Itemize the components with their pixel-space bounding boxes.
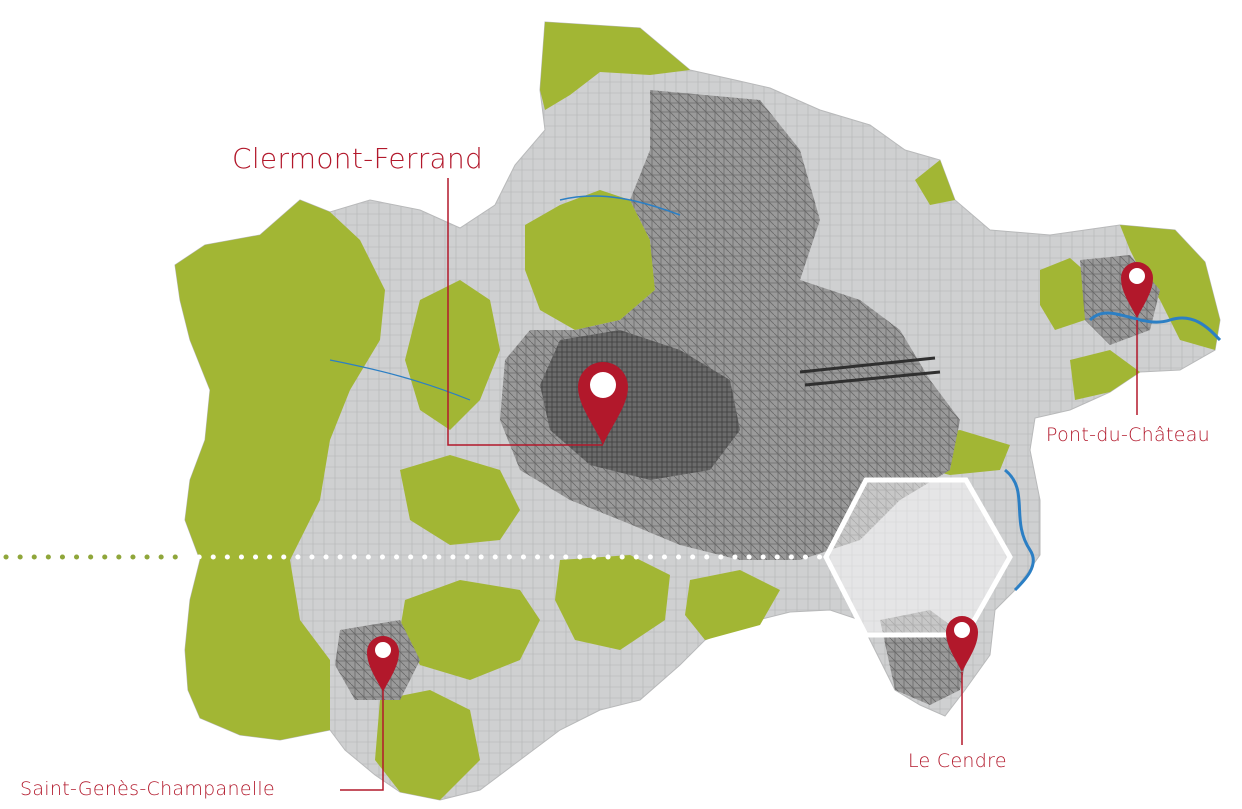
label-clermont-ferrand: Clermont-Ferrand [232, 142, 484, 175]
marker-saint-genes-champanelle [367, 636, 399, 692]
location-markers [367, 262, 1153, 692]
green-areas [175, 22, 1220, 800]
label-saint-genes-champanelle: Saint-Genès-Champanelle [20, 778, 275, 800]
airport-runways [799, 356, 941, 387]
marker-clermont-ferrand [578, 362, 628, 445]
rivers [329, 195, 1222, 592]
label-le-cendre: Le Cendre [908, 750, 1007, 772]
label-pont-du-chateau: Pont-du-Château [1046, 424, 1210, 446]
marker-le-cendre [946, 616, 978, 672]
leader-lines [340, 178, 1138, 791]
marker-pont-du-chateau [1121, 262, 1153, 318]
